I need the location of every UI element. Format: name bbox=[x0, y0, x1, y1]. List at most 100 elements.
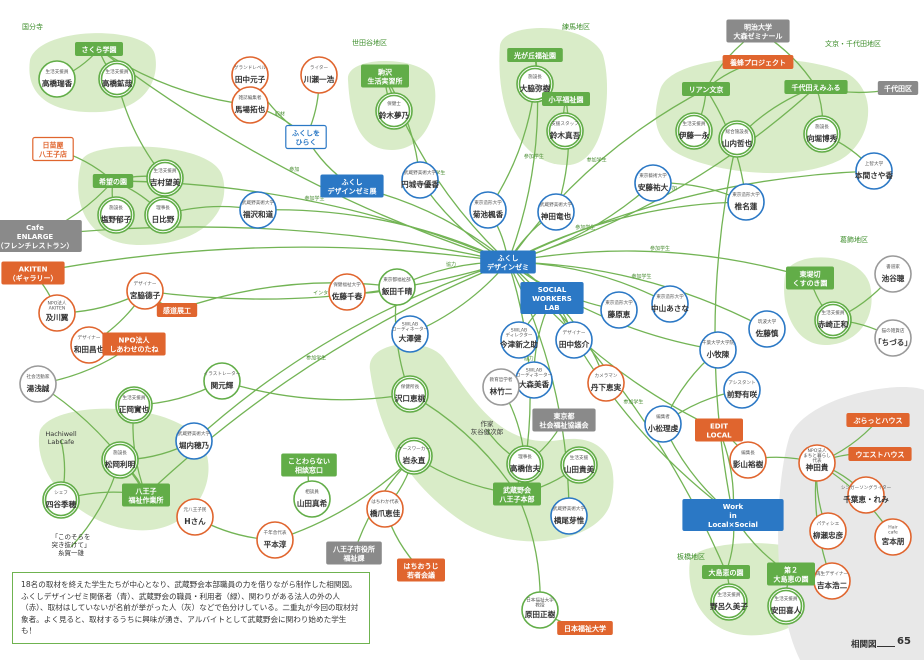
node-role: はちわか代表 bbox=[371, 498, 399, 505]
node-label: LOCAL bbox=[706, 432, 732, 440]
node-label: 「このそらを bbox=[52, 533, 91, 541]
node-role: SWLAB bbox=[526, 368, 542, 374]
node-name: 椎名蓮 bbox=[734, 201, 758, 211]
node-name: 柳瀬忠彦 bbox=[813, 530, 844, 540]
node-role: AKITEN bbox=[49, 306, 66, 312]
interviewee-ring bbox=[720, 122, 754, 156]
node-circle bbox=[555, 321, 593, 359]
node-name: 塩野郁子 bbox=[101, 214, 132, 224]
node-name: 川瀬一浩 bbox=[303, 74, 335, 84]
node-label: in bbox=[729, 512, 736, 520]
node-role: 武蔵野美術大学 bbox=[178, 430, 211, 437]
node-name: 馬場拓也 bbox=[235, 104, 266, 114]
node-box bbox=[361, 64, 409, 88]
diagram-nodes: さくら学園生活支援員高橋瑞香生活支援員高橋鉱哉グランドレベル田中元子ライター川瀬… bbox=[0, 19, 919, 635]
node-label: 作家 bbox=[481, 419, 495, 428]
node-circle bbox=[521, 591, 559, 629]
node-akiten: AKITEN（ギャラリー） bbox=[1, 261, 65, 285]
node-name: 赤崎正和 bbox=[818, 319, 849, 329]
node-name: 山田貴美 bbox=[564, 464, 595, 474]
node-label: LabCafe bbox=[48, 438, 75, 446]
node-label: 八王子 bbox=[135, 488, 157, 496]
node-name: 小松理虔 bbox=[647, 423, 679, 433]
node-circle bbox=[256, 521, 294, 559]
edge bbox=[98, 48, 251, 106]
node-name: 鈴木真吾 bbox=[550, 130, 581, 140]
node-label: リアン文京 bbox=[689, 85, 724, 94]
node-name: 野呂久美子 bbox=[710, 601, 748, 611]
region-label-katsushika: 葛飾地区 bbox=[840, 235, 868, 244]
node-box bbox=[784, 80, 848, 94]
node-role: 保健士 bbox=[387, 100, 401, 107]
interviewee-ring bbox=[148, 161, 182, 195]
node-label: ウエストハウス bbox=[856, 450, 905, 459]
node-role: 施設長 bbox=[528, 73, 542, 80]
node-label: 灰谷健次郎 bbox=[471, 427, 504, 436]
node-circle bbox=[587, 364, 625, 402]
interviewee-ring bbox=[100, 62, 134, 96]
node-box bbox=[281, 453, 337, 477]
region-label-setagaya: 世田谷地区 bbox=[352, 38, 387, 47]
edge bbox=[257, 209, 509, 263]
node-label: （フレンチレストラン） bbox=[0, 242, 74, 250]
node-role: 武蔵野美術大学 bbox=[540, 201, 573, 208]
node-circle bbox=[391, 315, 429, 353]
node-name: 林竹二 bbox=[490, 386, 513, 396]
edge bbox=[144, 261, 509, 300]
edge bbox=[34, 226, 509, 263]
interviewee-ring bbox=[769, 589, 803, 623]
node-role: 教授 bbox=[535, 602, 545, 609]
node-label: 千代田区 bbox=[884, 84, 912, 93]
edge bbox=[274, 455, 415, 541]
node-role: 筑波大学 bbox=[758, 318, 777, 325]
node-label: NPO法人 bbox=[119, 336, 151, 345]
node-name: 前野有咲 bbox=[727, 389, 758, 399]
node-role: 生活支援員 bbox=[46, 68, 69, 75]
node-name: 福沢和道 bbox=[242, 209, 274, 219]
node-role: SWLAB bbox=[402, 322, 418, 328]
node-name: 宮本朋 bbox=[882, 536, 905, 546]
node-label: はちおうじ bbox=[404, 562, 439, 571]
node-box bbox=[695, 418, 743, 442]
node-label: 小平福祉園 bbox=[548, 95, 584, 104]
node-circle bbox=[175, 422, 213, 460]
node-label: 希望の園 bbox=[98, 177, 127, 186]
node-name: 円城寺優香 bbox=[401, 179, 439, 189]
edge-label: 参加学生 bbox=[623, 398, 643, 405]
node-chiyoda_ku: 千代田区 bbox=[877, 81, 919, 95]
node-name: 佐藤慎 bbox=[755, 328, 779, 338]
node-circle bbox=[401, 161, 439, 199]
node-label: 福祉課 bbox=[343, 554, 366, 563]
node-circle bbox=[293, 480, 331, 518]
node-hikarigaoka: 光が丘福祉園 bbox=[507, 48, 563, 62]
node-box bbox=[320, 174, 384, 198]
node-role: まちと暮らし bbox=[803, 452, 831, 459]
node-name: 四谷季穂 bbox=[46, 499, 77, 509]
node-role: 社会活動家 bbox=[27, 373, 50, 380]
caption-text: 18名の取材を終えた学生たちが中心となり、武蔵野会本部職員の力を借りながら制作し… bbox=[21, 580, 359, 635]
node-name: 宮脇德子 bbox=[130, 290, 161, 300]
node-role: cafe bbox=[888, 530, 898, 536]
node-circle bbox=[699, 331, 737, 369]
node-label: AKITEN bbox=[19, 266, 48, 274]
node-label: 東堤切 bbox=[800, 270, 821, 279]
node-role: 書道家 bbox=[886, 263, 900, 270]
